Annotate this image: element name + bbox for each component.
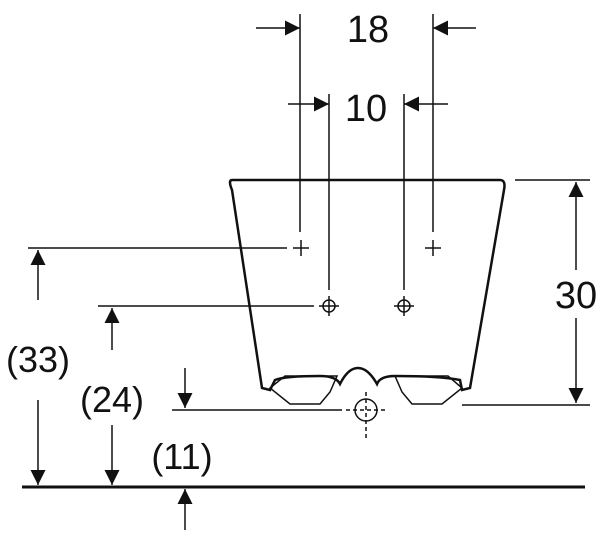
dim-label-33: (33)	[6, 339, 70, 380]
fixture-foot-left	[268, 375, 339, 405]
fixture-foot-right	[393, 375, 464, 405]
supply-point-left	[319, 296, 339, 316]
supply-point-right	[394, 296, 414, 316]
dim-label-10: 10	[345, 88, 387, 130]
dim-label-11: (11)	[151, 436, 212, 477]
fixture-outline	[228, 178, 506, 392]
dim-label-24: (24)	[80, 379, 144, 420]
mount-point-upper-right	[425, 240, 441, 256]
dim-label-30: 30	[555, 275, 597, 317]
outlet-point	[346, 392, 388, 440]
mount-point-upper-left	[293, 240, 309, 256]
dim-label-18: 18	[347, 9, 389, 51]
